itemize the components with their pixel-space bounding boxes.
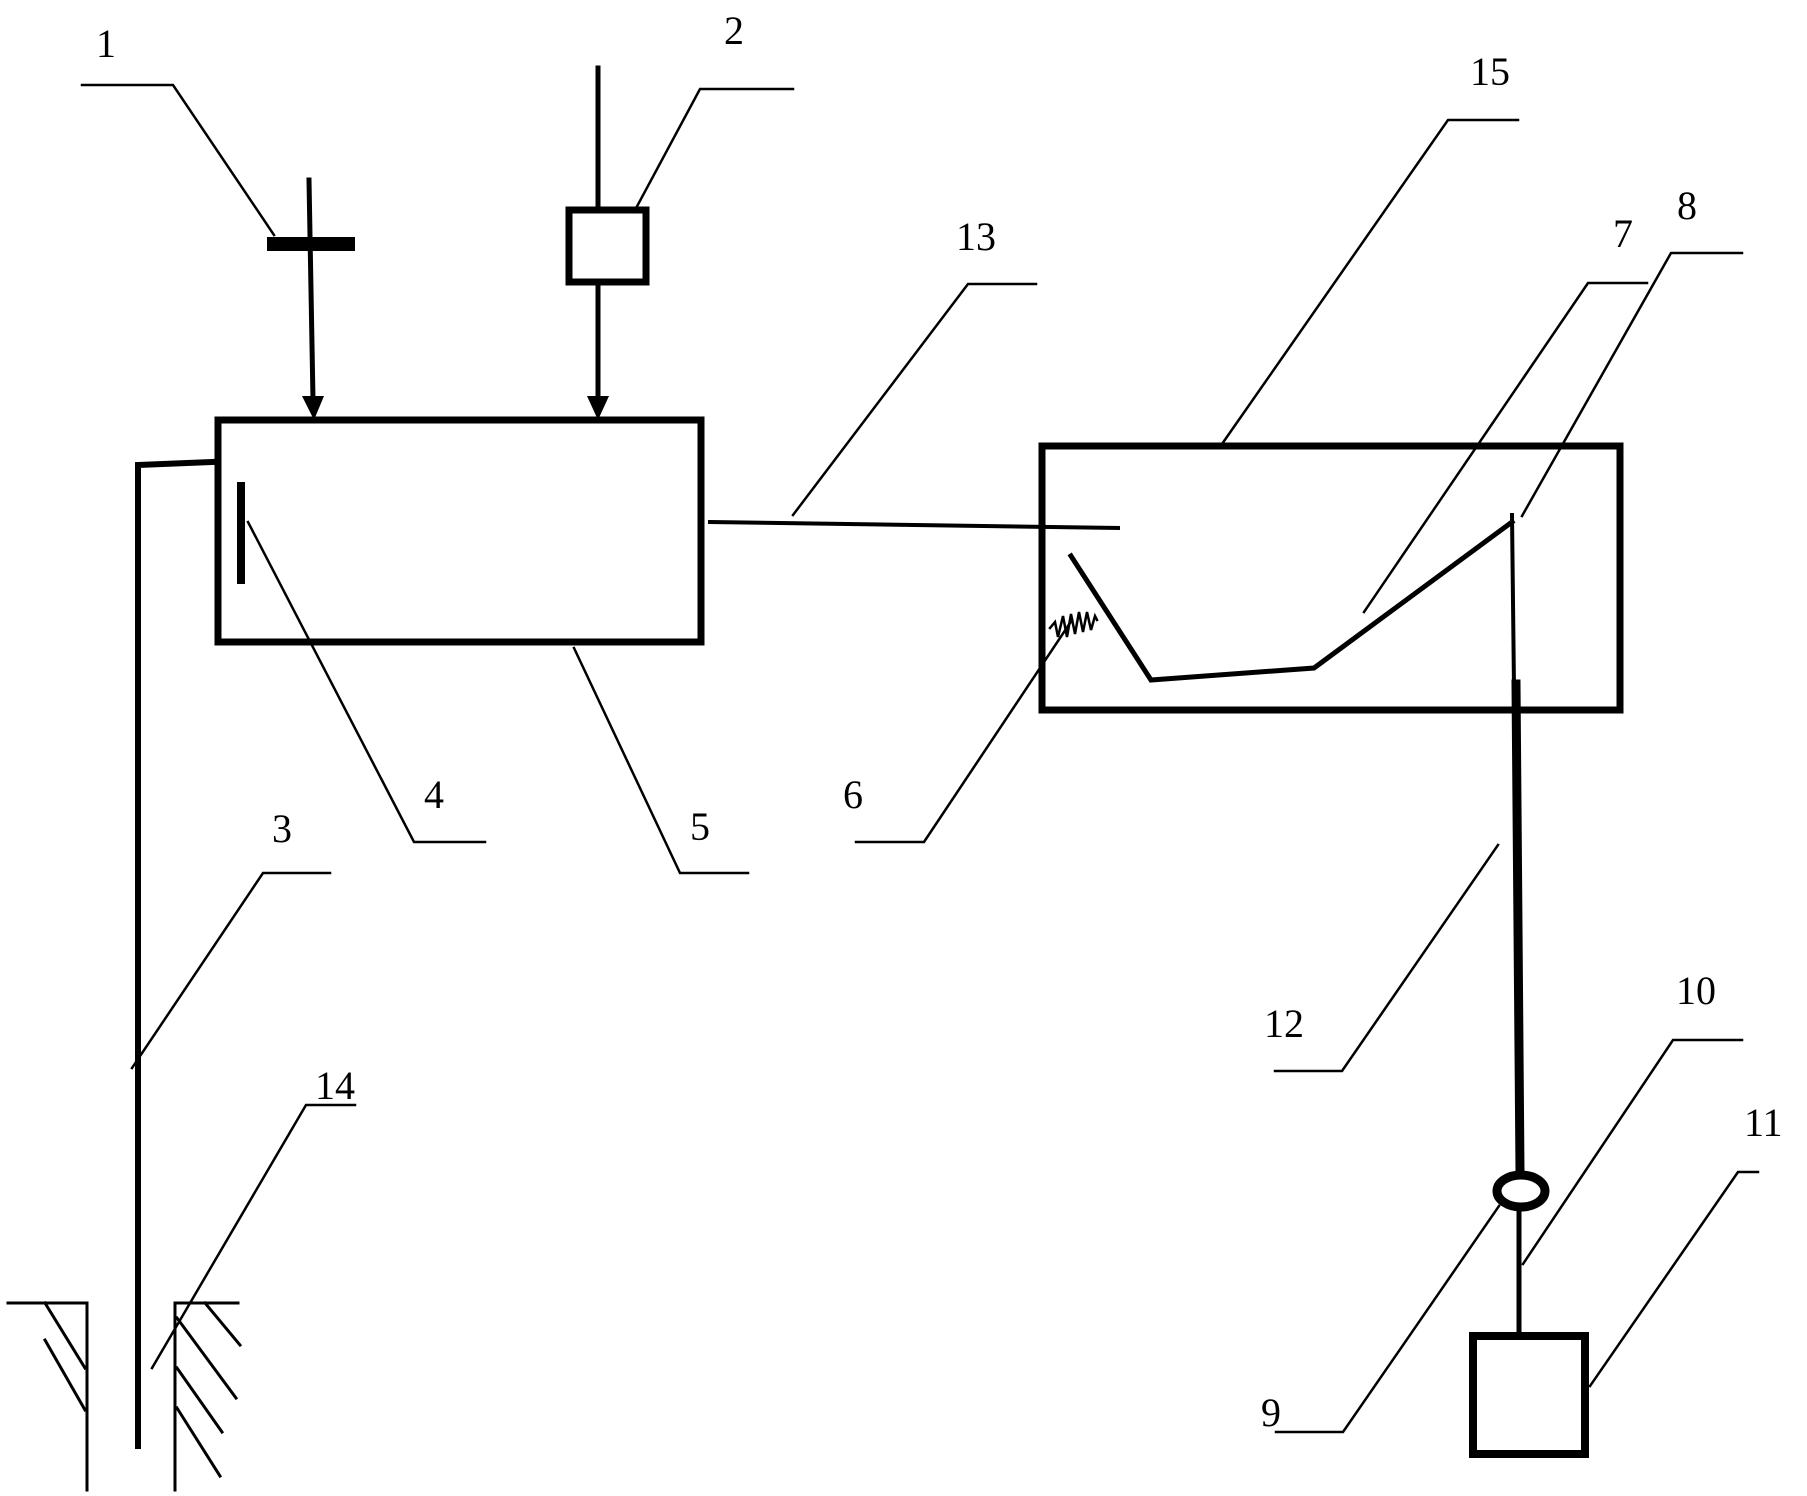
leader-3: [130, 871, 332, 1070]
label-3: 3: [272, 806, 292, 851]
leader-7: [1362, 281, 1649, 614]
ground-left-hatch-2: [42, 1337, 88, 1413]
weight-11: [1469, 1332, 1589, 1458]
ground-right-hatch-1: [202, 1300, 243, 1348]
label-4: 4: [424, 772, 444, 817]
component-1-handle: [267, 177, 355, 420]
label-2: 2: [724, 8, 744, 53]
component-1-arrowhead: [302, 396, 324, 420]
leader-8: [1520, 251, 1744, 518]
leader-11: [1588, 1170, 1760, 1388]
spring-6: [1048, 611, 1099, 638]
lever-7: [1067, 518, 1516, 683]
component-2-sensor: [565, 65, 650, 420]
leader-5: [572, 646, 750, 875]
leader-4: [246, 520, 487, 844]
label-5: 5: [690, 804, 710, 849]
ground-right-hatch-2: [174, 1315, 239, 1401]
component-2-box: [565, 206, 650, 286]
leader-14: [150, 1103, 357, 1370]
ground-14: [6, 1300, 243, 1492]
box-5-housing: [214, 416, 705, 646]
label-7: 7: [1613, 211, 1633, 256]
label-8: 8: [1677, 183, 1697, 228]
leader-9: [1274, 1204, 1501, 1434]
label-14: 14: [315, 1063, 355, 1108]
leader-6: [854, 618, 1074, 844]
component-2-arrowhead: [587, 396, 609, 420]
ground-left-hatch-1: [42, 1300, 88, 1371]
link-13: [707, 519, 1121, 531]
ring-9: [1492, 1170, 1550, 1212]
label-1: 1: [96, 21, 116, 66]
component-1-stem: [306, 177, 316, 403]
leader-13: [791, 282, 1038, 517]
label-12: 12: [1264, 1001, 1304, 1046]
leader-10: [1521, 1038, 1744, 1266]
label-9: 9: [1261, 1390, 1281, 1435]
label-6: 6: [843, 772, 863, 817]
label-15: 15: [1470, 49, 1510, 94]
leader-15: [1220, 118, 1520, 446]
leader-lines: [80, 83, 1760, 1434]
ground-right-hatch-3: [174, 1365, 225, 1435]
cable-12: [1511, 679, 1525, 1177]
pivot-8: [1509, 512, 1517, 691]
leader-12: [1273, 843, 1500, 1073]
ground-right-hatch-4: [174, 1405, 223, 1479]
label-13: 13: [956, 214, 996, 259]
box-15-housing: [1038, 442, 1624, 714]
leader-1: [80, 83, 276, 237]
label-10: 10: [1676, 968, 1716, 1013]
part-labels: 1 2 3 4 5 6 7 8 9 10 11 12 13 14 15: [96, 8, 1783, 1435]
rod-3: [135, 458, 216, 1449]
leader-2: [632, 87, 795, 214]
label-11: 11: [1744, 1100, 1783, 1145]
